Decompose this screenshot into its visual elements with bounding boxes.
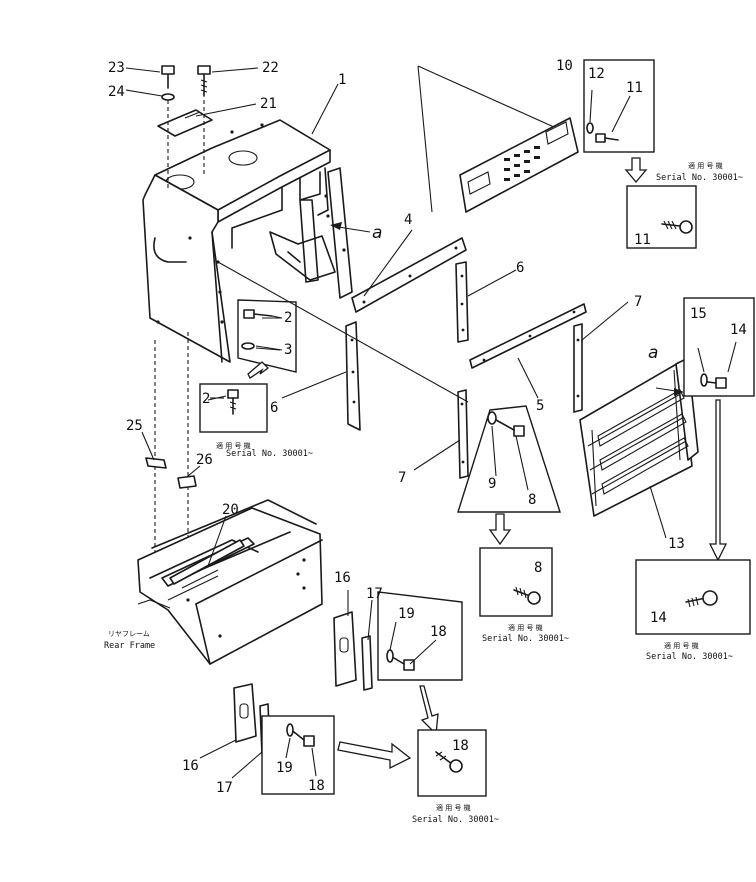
callout-18: 18 <box>452 738 469 754</box>
callout-24: 24 <box>108 84 125 100</box>
callout-2: 2 <box>202 391 210 407</box>
callout-23: 23 <box>108 60 125 76</box>
serial-jp-label: 適 用 号 機 <box>664 641 699 650</box>
arrow-icon <box>247 361 269 379</box>
rod-part-20 <box>169 539 245 585</box>
callout-7: 7 <box>398 470 406 486</box>
callout-labels: 23 24 22 21 1 2 3 2 10 12 11 11 4 6 6 5 … <box>108 58 747 796</box>
serial-number-note: Serial No. 30001~ <box>412 815 499 825</box>
arrow-icon <box>708 399 728 562</box>
bolt-inset-18-upper <box>377 591 463 681</box>
callout-21: 21 <box>260 96 277 112</box>
serial-number-note: Serial No. 30001~ <box>226 449 313 459</box>
rear-frame-label: Rear Frame <box>104 641 155 651</box>
grille-panel-part-10 <box>459 117 579 213</box>
callout-9: 9 <box>488 476 496 492</box>
bolt-inset-8 <box>457 405 561 513</box>
callout-17: 17 <box>366 586 383 602</box>
arrow-icon <box>330 222 342 230</box>
callout-17: 17 <box>216 780 233 796</box>
bolt-inset-18-lower <box>261 715 335 795</box>
plate-part-6-upper <box>455 261 469 343</box>
rear-frame-jp-label: リヤフレーム <box>108 630 150 638</box>
callout-18: 18 <box>430 624 447 640</box>
callout-3: 3 <box>284 342 292 358</box>
arrow-icon <box>624 157 648 184</box>
callout-25: 25 <box>126 418 143 434</box>
view-mark-a: a <box>648 343 658 363</box>
assembly-line <box>217 261 469 403</box>
plate-part-7-left <box>457 389 469 479</box>
serial-jp-label: 適 用 号 機 <box>436 803 471 812</box>
callout-12: 12 <box>588 66 605 82</box>
callout-6: 6 <box>270 400 278 416</box>
arrow-icon <box>419 685 439 736</box>
serial-jp-label: 適 用 号 機 <box>688 161 723 170</box>
bolt-inset-10 <box>583 59 655 153</box>
callout-6: 6 <box>516 260 524 276</box>
view-leader-lines <box>417 65 566 213</box>
plate-part-16-upper <box>333 611 357 687</box>
leader-lines <box>125 67 667 779</box>
plate-part-4 <box>351 237 467 313</box>
callout-20: 20 <box>222 502 239 518</box>
callout-15: 15 <box>690 306 707 322</box>
callout-11: 11 <box>634 232 651 248</box>
callout-2: 2 <box>284 310 292 326</box>
bolt-part-8-serial <box>479 547 553 617</box>
washer-part-24 <box>161 93 175 101</box>
callout-19: 19 <box>276 760 293 776</box>
callout-1: 1 <box>338 72 346 88</box>
bolt-part-23 <box>161 65 175 89</box>
serial-number-note: Serial No. 30001~ <box>656 173 743 183</box>
serial-number-note: Serial No. 30001~ <box>646 652 733 662</box>
arrow-icon <box>674 388 684 396</box>
callout-8: 8 <box>534 560 542 576</box>
bolt-inset-14 <box>683 297 755 397</box>
plate-part-16-lower <box>233 683 257 743</box>
rear-frame <box>137 332 323 665</box>
plate-part-7-right <box>573 323 583 413</box>
callout-13: 13 <box>668 536 685 552</box>
callout-14: 14 <box>650 610 667 626</box>
bolt-part-22 <box>197 65 211 97</box>
callout-26: 26 <box>196 452 213 468</box>
top-plate-part-21 <box>157 109 213 137</box>
callout-8: 8 <box>528 492 536 508</box>
arrow-icon <box>337 741 412 770</box>
bolt-part-18-serial <box>417 729 487 797</box>
callout-14: 14 <box>730 322 747 338</box>
callout-16: 16 <box>334 570 351 586</box>
arrow-icon <box>488 513 512 546</box>
serial-jp-label: 適 用 号 機 <box>508 623 543 632</box>
callout-10: 10 <box>556 58 573 74</box>
callout-11: 11 <box>626 80 643 96</box>
bolt-part-2-serial <box>199 383 268 433</box>
assembly-line <box>167 100 205 190</box>
plate-part-6-lower <box>345 321 361 431</box>
serial-number-note: Serial No. 30001~ <box>482 634 569 644</box>
callout-19: 19 <box>398 606 415 622</box>
serial-notes: 適 用 号 機 Serial No. 30001~ 適 用 号 機 Serial… <box>104 161 743 825</box>
clip-part-25 <box>145 457 167 469</box>
main-cover-part-1 <box>142 119 353 363</box>
bolt-part-11-serial <box>626 185 697 249</box>
bolt-part-14-serial <box>635 559 751 635</box>
callout-4: 4 <box>404 212 412 228</box>
callout-7: 7 <box>634 294 642 310</box>
grille-door-part-13 <box>579 357 699 517</box>
serial-jp-label: 適 用 号 機 <box>216 441 251 450</box>
clip-part-26 <box>177 475 197 489</box>
callout-18: 18 <box>308 778 325 794</box>
callout-5: 5 <box>536 398 544 414</box>
plate-part-5 <box>469 303 587 369</box>
callout-22: 22 <box>262 60 279 76</box>
callout-16: 16 <box>182 758 199 774</box>
view-mark-a: a <box>372 223 382 243</box>
plate-part-17-upper <box>361 635 373 691</box>
